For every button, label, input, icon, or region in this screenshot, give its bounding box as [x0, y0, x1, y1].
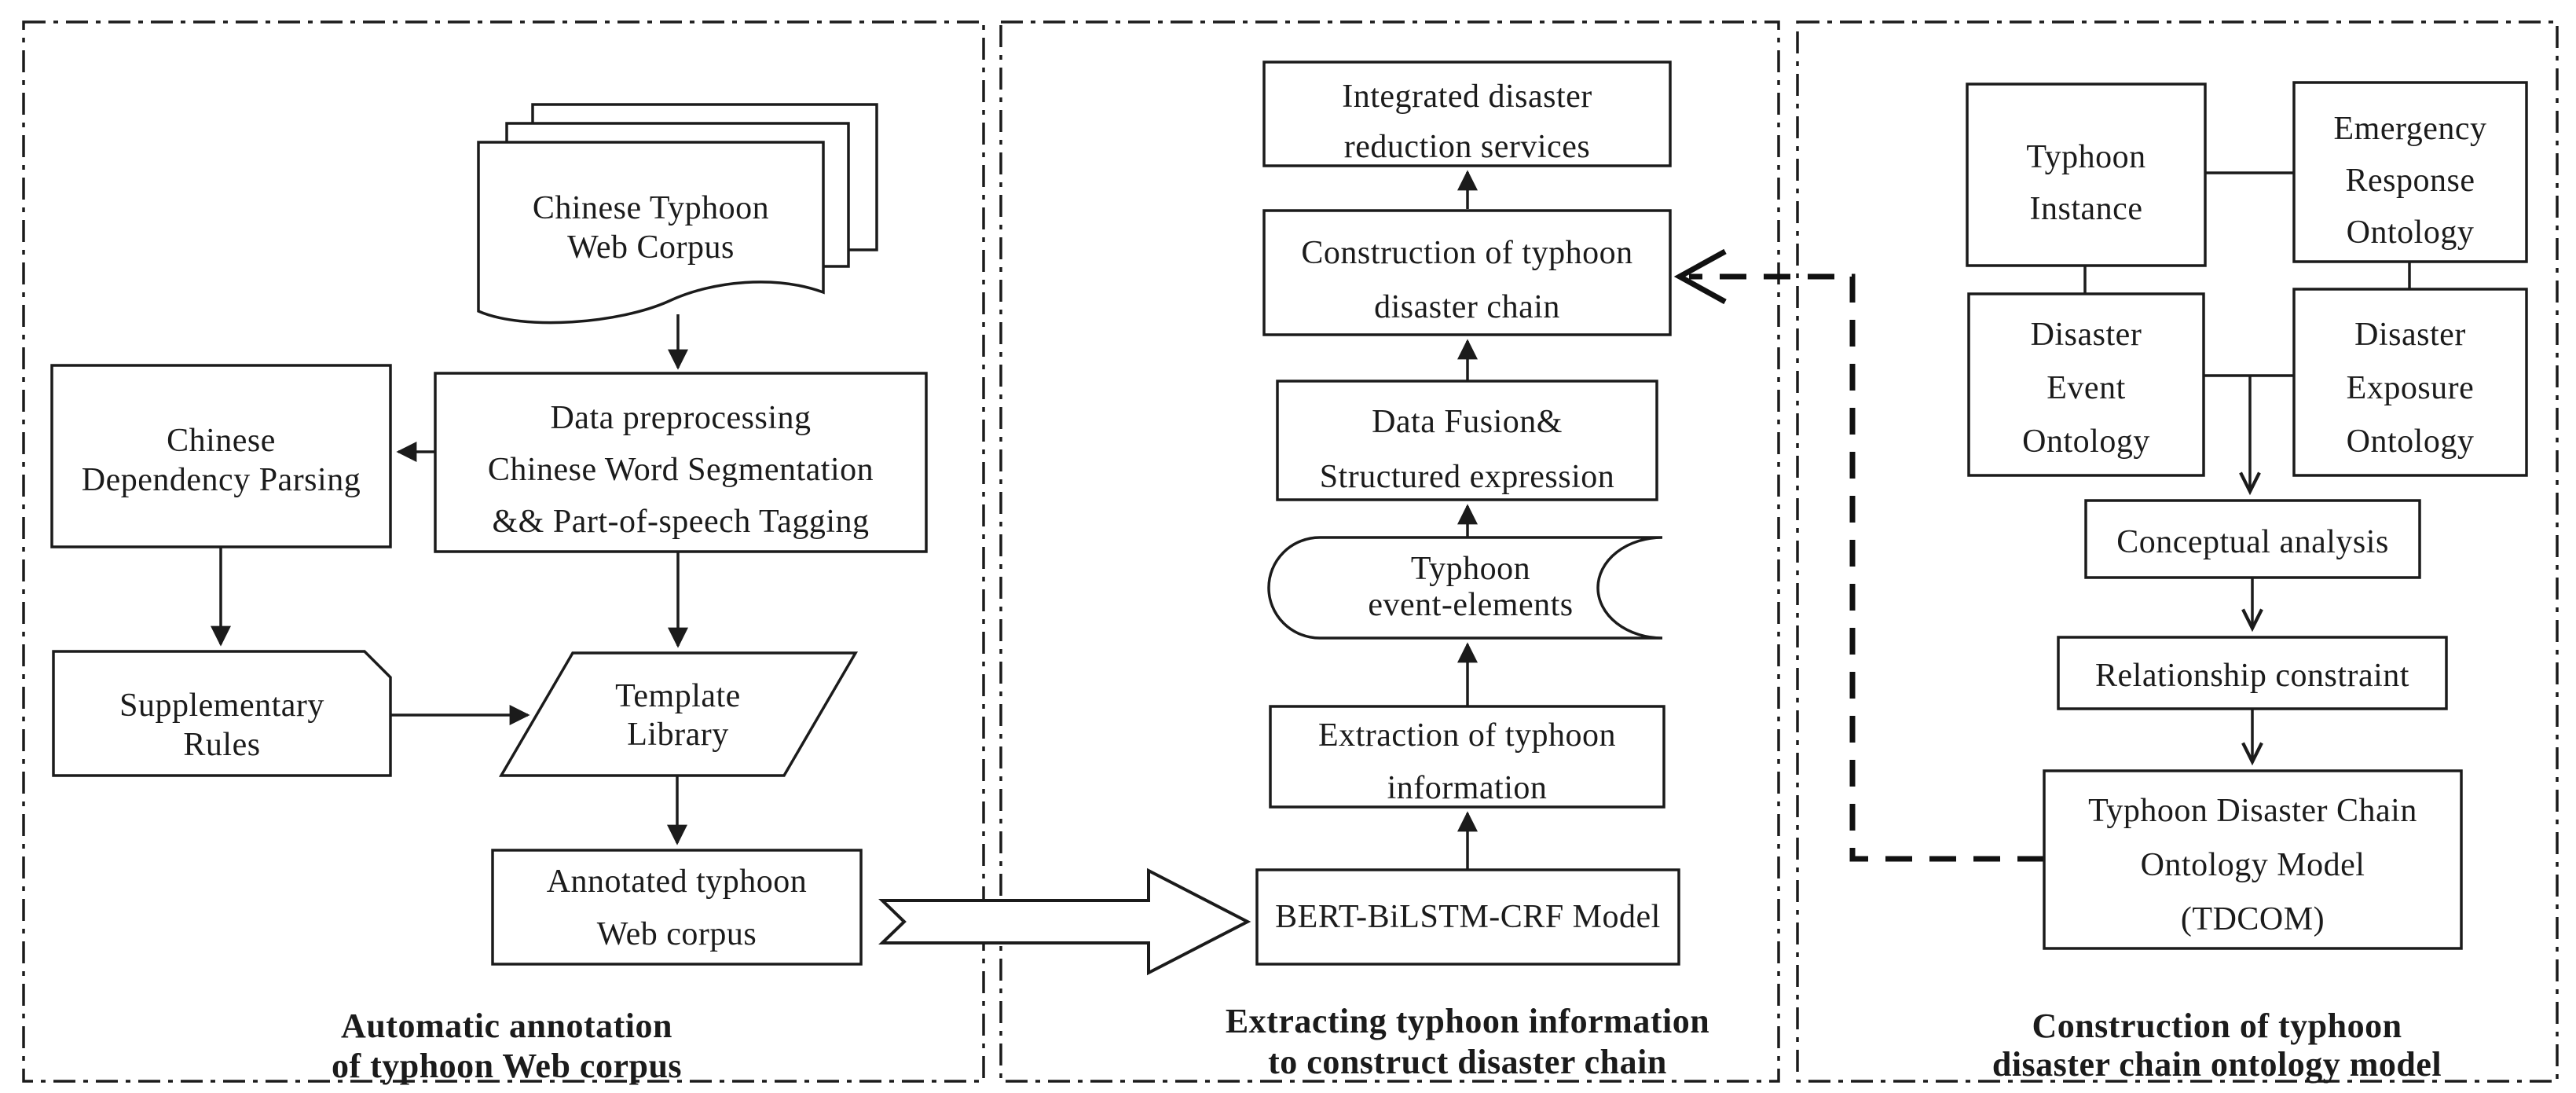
panel-annotation-border: [22, 20, 985, 1083]
block-arrow-annotated-to-bert: [878, 867, 1251, 976]
dashed-feedback-arrowhead: [1673, 248, 1727, 305]
dependency-parsing-label: Chinese Dependency Parsing: [81, 423, 361, 498]
supplementary-rules-label: Supplementary Rules: [119, 688, 324, 763]
emergency-response-label: Emergency Response Ontology: [2333, 111, 2487, 251]
panel-extraction-border: [999, 20, 1780, 1083]
typhoon-instance-box: [1966, 83, 2207, 267]
dependency-parsing-box: [50, 364, 392, 548]
preprocessing-box: [434, 372, 928, 553]
template-library-label: Template Library: [615, 678, 741, 753]
reduction-services-box: [1262, 61, 1672, 167]
data-fusion-box: [1276, 380, 1658, 501]
chain-construction-box: [1262, 209, 1672, 336]
conceptual-analysis-label: Conceptual analysis: [2116, 524, 2389, 560]
panel-extraction-caption: Extracting typhoon information to constr…: [1225, 1002, 1710, 1081]
annotated-corpus-box: [491, 849, 863, 966]
bert-model-box: [1255, 868, 1680, 966]
panel-annotation-caption: Automatic annotation of typhoon Web corp…: [331, 1007, 683, 1085]
preprocessing-label: Data preprocessing Chinese Word Segmenta…: [487, 400, 874, 540]
template-library-parallelogram: [498, 651, 859, 777]
reduction-services-label: Integrated disaster reduction services: [1342, 79, 1592, 165]
chain-construction-label: Construction of typhoon disaster chain: [1301, 235, 1633, 325]
supplementary-rules-card: [52, 650, 392, 777]
panel-ontology-border: [1796, 20, 2559, 1083]
extraction-label: Extraction of typhoon information: [1317, 717, 1617, 806]
tdcom-label: Typhoon Disaster Chain Ontology Model (T…: [2088, 793, 2417, 937]
tdcom-box: [2043, 769, 2463, 950]
annotated-corpus-label: Annotated typhoon Web corpus: [546, 864, 808, 952]
disaster-event-label: Disaster Event Ontology: [2022, 317, 2150, 460]
data-fusion-label: Data Fusion& Structured expression: [1319, 404, 1615, 495]
relationship-constraint-box: [2057, 636, 2448, 710]
extraction-box: [1269, 705, 1665, 809]
disaster-event-box: [1967, 292, 2205, 477]
web-corpus-label: Chinese Typhoon Web Corpus: [532, 190, 770, 266]
disaster-exposure-box: [2292, 288, 2528, 477]
relationship-constraint-label: Relationship constraint: [2095, 658, 2409, 694]
disaster-exposure-label: Disaster Exposure Ontology: [2346, 317, 2475, 460]
web-corpus-document-shape: [477, 141, 825, 325]
dashed-feedback-connector: [1689, 273, 2044, 862]
bert-model-label: BERT-BiLSTM-CRF Model: [1275, 899, 1661, 935]
conceptual-analysis-box: [2084, 499, 2421, 579]
panel-ontology-caption: Construction of typhoon disaster chain o…: [1992, 1007, 2442, 1084]
emergency-response-box: [2292, 81, 2528, 263]
typhoon-instance-label: Typhoon Instance: [2026, 139, 2146, 227]
event-elements-shape: [1267, 536, 1663, 640]
event-elements-label: Typhoon event-elements: [1368, 551, 1574, 623]
